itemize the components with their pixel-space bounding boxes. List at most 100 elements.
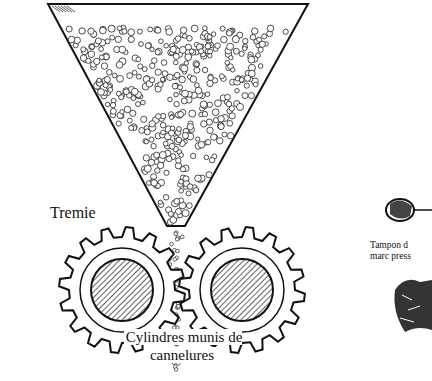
grape [173,60,178,65]
grape [176,208,182,214]
grape [117,75,124,82]
grape [112,73,117,78]
grape [142,67,147,72]
grape [176,112,183,119]
grape [205,44,211,50]
grape [150,63,155,68]
grape [151,143,156,148]
grape [190,76,197,83]
grape [117,26,122,31]
grape [81,47,86,52]
grape [186,203,192,209]
grape [227,43,234,50]
grape [201,121,207,127]
grape [185,54,192,61]
grape [161,77,166,82]
grape [187,124,193,130]
grape [235,89,239,93]
grape [189,110,196,117]
part-label: Tampon d [370,240,408,250]
grape [143,155,149,161]
grape [179,153,184,158]
grape [242,93,248,99]
grape [170,242,174,246]
grape [105,102,109,106]
grape [219,74,224,79]
grape [136,102,141,107]
grape [176,137,182,143]
shade-line [67,6,75,12]
grape [182,210,189,217]
grape [244,75,250,81]
grape [193,61,200,68]
grape [99,55,104,60]
grape [164,43,169,48]
grape [104,76,110,82]
grape [239,51,244,56]
grape [68,36,75,43]
grape [176,249,180,253]
grape [168,211,173,216]
grape [150,78,155,83]
grape [141,116,147,122]
grape [167,74,173,80]
grape [231,68,235,72]
grape [101,63,107,69]
grape [144,140,148,144]
grape [191,153,196,158]
grape [175,36,181,42]
shaft [91,259,153,321]
grape [169,143,175,149]
grape [174,198,180,204]
grape [98,89,105,96]
grape [116,62,123,69]
grape [123,89,129,95]
grape [175,237,179,241]
grape [88,28,94,34]
grape [158,200,162,204]
grape [149,137,154,142]
grape [141,100,146,105]
grape [198,141,205,148]
grape [253,82,258,87]
grape [107,70,113,76]
grape [215,100,222,107]
grape [108,87,113,92]
grape [182,133,188,139]
grape [235,76,240,81]
grape [161,60,167,66]
grape [99,47,104,52]
hopper [48,4,308,226]
grape [174,232,178,236]
grape [180,27,186,33]
grape [155,27,161,33]
grape [152,58,158,64]
grape [200,101,207,108]
grape [244,83,249,88]
grape [116,91,121,96]
grape [149,121,155,127]
grape [195,62,200,67]
grape [220,26,225,31]
grape [217,138,223,144]
grape [182,34,187,39]
grape [172,83,178,89]
cylinder-label: Cylindres munis de cannelures [103,328,263,364]
grape [103,83,108,88]
grape [128,36,134,42]
grape [249,93,255,99]
grape [161,130,166,135]
grape [163,195,169,201]
grape [227,121,233,127]
gear-rim [200,248,284,332]
grape [209,158,214,163]
grape [195,83,200,88]
grape [139,42,144,47]
grape [136,57,141,62]
grape [207,127,213,133]
grape [155,50,160,55]
grape [123,88,129,94]
grape [195,175,202,182]
grape [189,49,194,54]
